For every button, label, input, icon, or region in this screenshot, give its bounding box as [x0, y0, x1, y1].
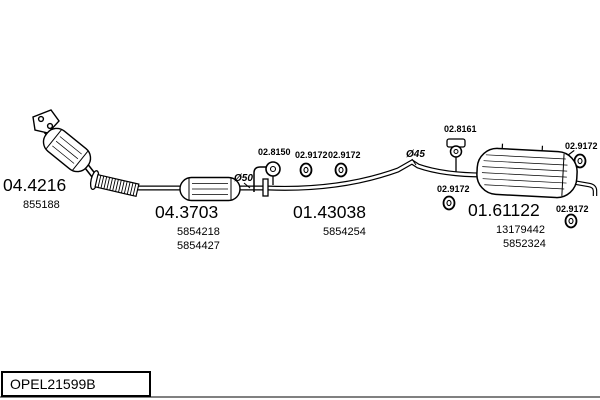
part-ref: 5854254 — [323, 226, 366, 238]
rubber-ring-icon — [299, 162, 313, 178]
part-code-rear-muffler: 01.61122 — [468, 200, 540, 220]
vehicle-code-box: OPEL21599B — [1, 371, 151, 397]
hanger-code-label: 02.8161 — [444, 124, 477, 134]
diameter-leader-lines — [243, 158, 417, 189]
rubber-ring-icon — [442, 195, 456, 211]
mid-resonator-drawing — [179, 176, 241, 202]
hanger-code-label: 02.9172 — [556, 204, 589, 214]
bracket-icon — [446, 138, 466, 172]
hanger-code-label: 02.9172 — [437, 184, 470, 194]
part-ref: 5852324 — [503, 238, 546, 250]
rubber-ring-icon — [334, 162, 348, 178]
part-code-center-pipe: 01.43038 — [293, 202, 366, 222]
vehicle-code: OPEL21599B — [10, 376, 96, 392]
part-code-front-pipe: 04.4216 — [3, 175, 67, 195]
part-code-mid-resonator: 04.3703 — [155, 202, 219, 222]
rear-muffler-drawing — [476, 143, 578, 199]
diameter-label: Ø45 — [406, 149, 425, 160]
catalytic-converter-drawing — [42, 127, 92, 173]
rubber-ring-icon — [564, 213, 578, 229]
hanger-code-label: 02.9172 — [328, 150, 361, 160]
front-flange-drawing — [32, 109, 60, 134]
flex-pipe-drawing — [89, 170, 140, 198]
part-ref: 13179442 — [496, 224, 545, 236]
clamp-icon — [265, 161, 281, 185]
hanger-hook-drawing — [253, 166, 269, 197]
hanger-code-label: 02.9172 — [565, 141, 598, 151]
part-ref: 5854218 — [177, 226, 220, 238]
diameter-label: Ø50 — [234, 173, 253, 184]
hanger-code-label: 02.9172 — [295, 150, 328, 160]
hanger-code-label: 02.8150 — [258, 147, 291, 157]
part-ref: 5854427 — [177, 240, 220, 252]
part-ref: 855188 — [23, 199, 60, 211]
